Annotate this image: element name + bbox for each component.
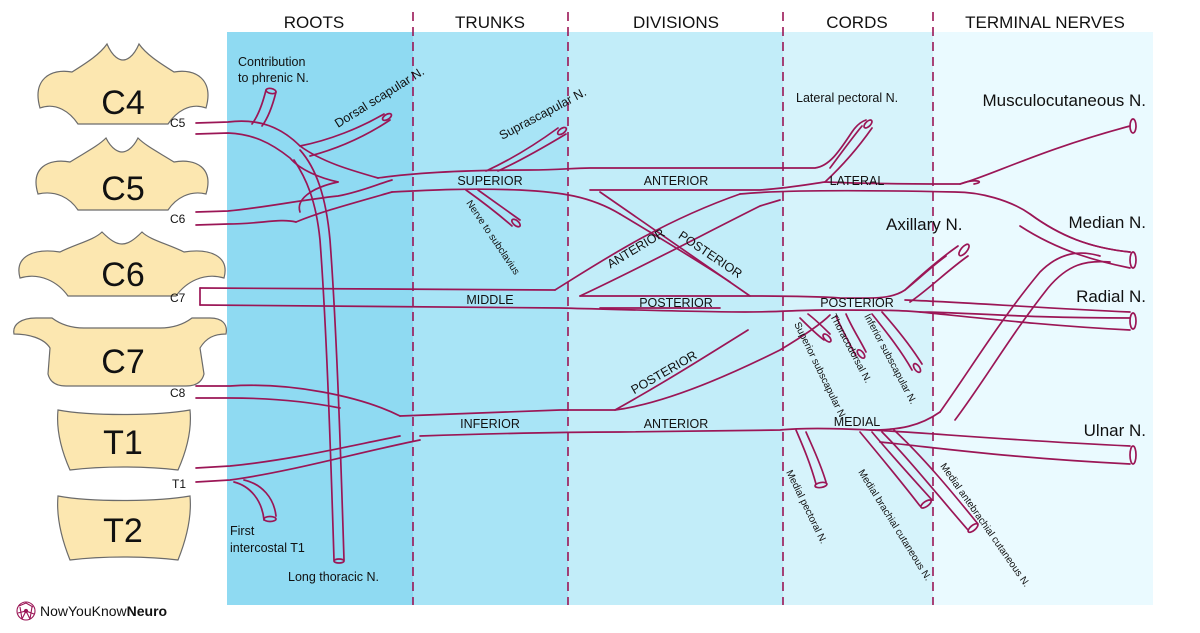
- vertebra-label-t2: T2: [103, 512, 143, 550]
- vertebra-label-c7: C7: [101, 343, 144, 381]
- roots-band: [227, 32, 413, 605]
- trunk-label-middle: MIDDLE: [466, 293, 513, 307]
- trunk-inferior: [399, 314, 831, 417]
- division-anterior-top: [589, 181, 826, 191]
- median-end: [1129, 251, 1137, 269]
- label-lateral-pectoral: Lateral pectoral N.: [796, 91, 898, 105]
- vertebrae: [13, 42, 227, 561]
- header-roots: ROOTS: [284, 13, 344, 32]
- thoracodorsal-branch: [835, 313, 867, 357]
- region-dividers: [412, 12, 934, 605]
- header-terminal-nerves: TERMINAL NERVES: [965, 13, 1125, 32]
- root-c6: [195, 179, 393, 213]
- cord-label-medial: MEDIAL: [834, 415, 881, 429]
- divisions-band: [568, 32, 783, 605]
- label-first-intercostal-2: intercostal T1: [230, 541, 305, 555]
- suprascapular-branch: [485, 127, 567, 172]
- long-thoracic-end: [333, 558, 345, 564]
- header-trunks: TRUNKS: [455, 13, 525, 32]
- label-ulnar: Ulnar N.: [1084, 421, 1146, 440]
- musculocutaneous-end: [1129, 118, 1137, 134]
- logo-prefix: NowYouKnow: [40, 603, 128, 619]
- root-c8: [195, 384, 401, 417]
- root-label-c7: C7: [170, 291, 186, 305]
- root-t1: [195, 435, 401, 469]
- division-anterior-diag: [554, 193, 741, 291]
- label-first-intercostal-1: First: [230, 524, 255, 538]
- vertebra-c4: [37, 42, 209, 125]
- ulnar-nerve: [869, 429, 1131, 465]
- logo-text: NowYouKnowNeuro: [40, 603, 167, 619]
- median-nerve: [1019, 213, 1131, 269]
- column-headers: ROOTS TRUNKS DIVISIONS CORDS TERMINAL NE…: [284, 13, 1125, 32]
- axillary-end: [958, 243, 970, 257]
- vertebra-label-c4: C4: [101, 84, 144, 122]
- root-label-c6: C6: [170, 212, 186, 226]
- vertebra-c6: [18, 231, 226, 297]
- label-radial: Radial N.: [1076, 287, 1146, 306]
- label-phrenic-1: Contribution: [238, 55, 305, 69]
- vertebra-labels: C4 C5 C6 C7 T1 T2: [101, 84, 144, 550]
- superior-subscapular-branch: [799, 313, 831, 341]
- label-phrenic-2: to phrenic N.: [238, 71, 309, 85]
- radial-end: [1129, 312, 1137, 330]
- division-label-anterior-bottom: ANTERIOR: [644, 417, 709, 431]
- brain-network-icon: [16, 601, 36, 621]
- label-median: Median N.: [1069, 213, 1146, 232]
- phrenic-branch: [251, 89, 277, 127]
- cord-label-posterior: POSTERIOR: [820, 296, 894, 310]
- logo-suffix: Neuro: [127, 603, 167, 619]
- root-label-t1: T1: [172, 477, 186, 491]
- dorsal-scapular-branch: [299, 113, 391, 157]
- root-labels: C5 C6 C7 C8 T1: [170, 116, 186, 491]
- division-label-posterior-mid: POSTERIOR: [639, 296, 713, 310]
- vertebra-c5: [35, 136, 209, 211]
- medial-brachial-branch: [859, 431, 933, 507]
- header-divisions: DIVISIONS: [633, 13, 719, 32]
- terminal-labels: Musculocutaneous N. Axillary N. Median N…: [886, 91, 1146, 440]
- ulnar-end: [1129, 445, 1137, 465]
- label-axillary: Axillary N.: [886, 215, 963, 234]
- vertebra-c7: [13, 317, 227, 387]
- division-label-anterior-top: ANTERIOR: [644, 174, 709, 188]
- cord-label-lateral: LATERAL: [830, 174, 885, 188]
- inferior-subscapular-branch: [871, 311, 923, 371]
- vertebra-label-c6: C6: [101, 256, 144, 294]
- first-intercostal-branch: [233, 479, 277, 521]
- medial-pectoral-branch: [795, 429, 827, 485]
- nerve-network: [195, 87, 1137, 564]
- medial-antebrachial-branch: [881, 429, 979, 531]
- root-label-c5: C5: [170, 116, 186, 130]
- vertebra-t1: [57, 409, 191, 471]
- trunk-superior: [377, 119, 867, 179]
- brand-logo: NowYouKnowNeuro: [16, 601, 167, 621]
- root-label-c8: C8: [170, 386, 186, 400]
- vertebra-label-c5: C5: [101, 170, 144, 208]
- label-musculocutaneous: Musculocutaneous N.: [983, 91, 1146, 110]
- lateral-pectoral-end: [863, 119, 873, 129]
- root-c7: [199, 287, 556, 291]
- cords-band: [783, 32, 933, 605]
- subclavius-branch: [465, 189, 521, 227]
- trunks-band: [413, 32, 568, 605]
- vertebra-t2: [57, 495, 191, 561]
- trunk-label-superior: SUPERIOR: [457, 174, 522, 188]
- header-cords: CORDS: [826, 13, 887, 32]
- long-thoracic-nerve: [293, 149, 345, 561]
- axillary-branch: [904, 245, 969, 303]
- label-long-thoracic: Long thoracic N.: [288, 570, 379, 584]
- trunk-label-inferior: INFERIOR: [460, 417, 520, 431]
- vertebra-label-t1: T1: [103, 424, 143, 462]
- radial-nerve: [904, 299, 1131, 331]
- region-bands: [227, 32, 1153, 605]
